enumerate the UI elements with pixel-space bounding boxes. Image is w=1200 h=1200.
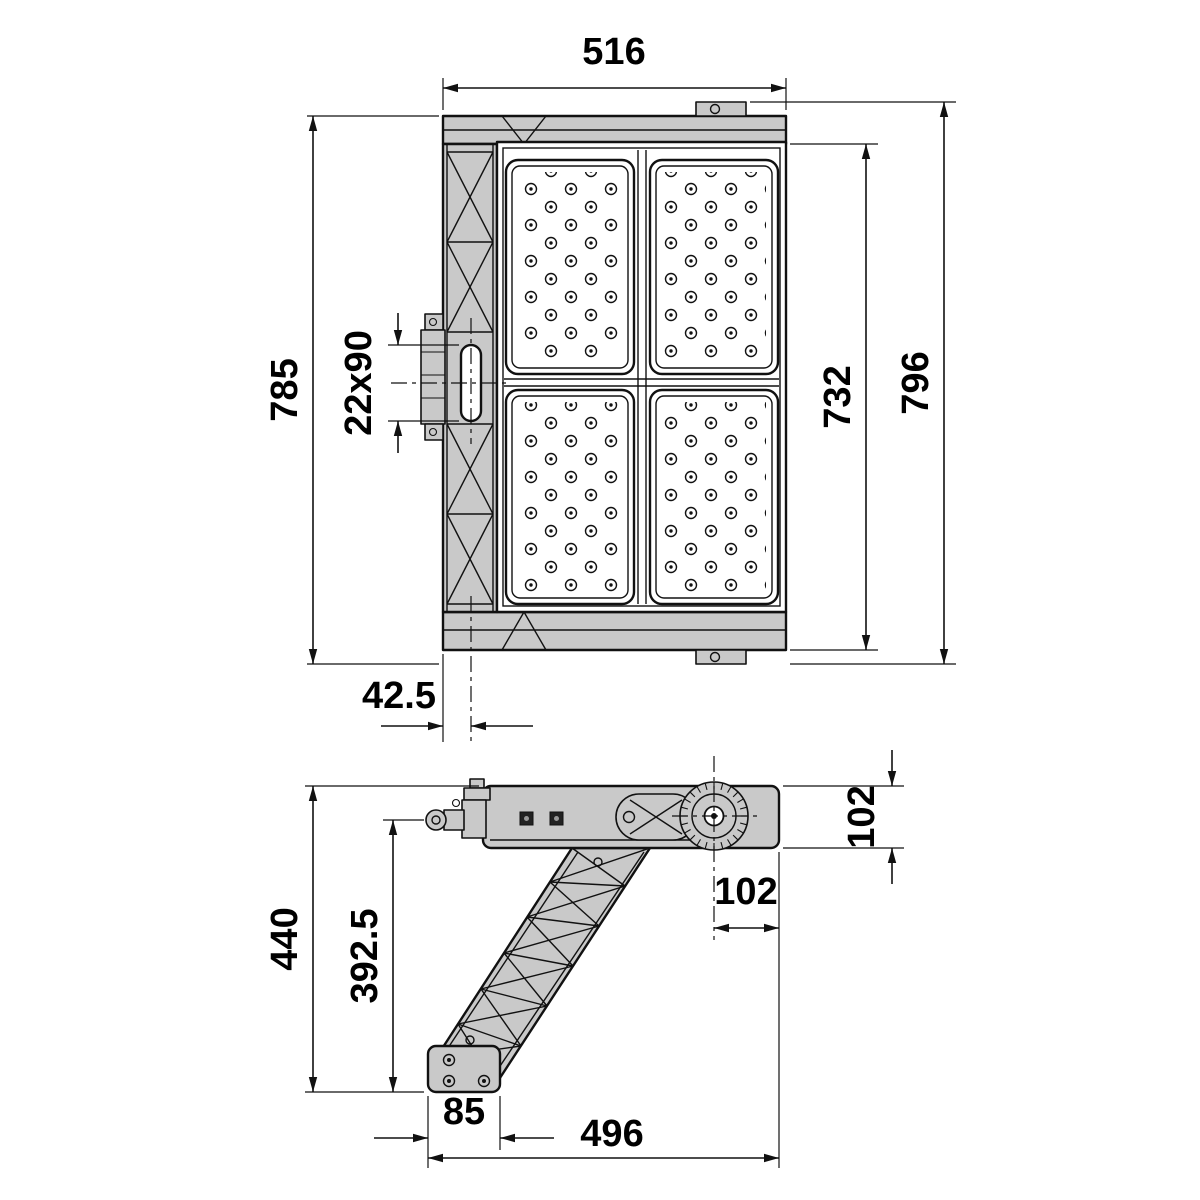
pivot-angle-ticks [680, 782, 748, 850]
front-centerlines [391, 318, 508, 742]
bottom-knob [695, 649, 747, 665]
dim-label-732: 732 [817, 365, 859, 428]
dim-label-392-5: 392.5 [344, 908, 386, 1003]
top-knob [695, 101, 747, 117]
dim-height-732: 732 [790, 143, 878, 651]
panel-top-left [504, 158, 636, 376]
dim-height-796: 796 [750, 101, 956, 665]
side-view: 102 102 440 392.5 85 [264, 750, 904, 1168]
dim-foot-85: 85 [374, 1091, 554, 1168]
dim-depth-102: 102 [783, 750, 904, 884]
dim-height-440: 440 [264, 785, 479, 1093]
dim-label-102-depth: 102 [841, 785, 883, 848]
dim-label-796: 796 [895, 351, 937, 414]
dim-pivot-102: 102 [714, 852, 780, 1168]
dim-label-496: 496 [580, 1113, 643, 1155]
dim-slot-22x90: 22x90 [338, 313, 459, 453]
housing-top-bar [441, 101, 788, 146]
eye-bolt [425, 778, 491, 839]
dim-label-440: 440 [264, 907, 306, 970]
dim-label-42-5: 42.5 [362, 675, 436, 717]
dim-offset-42-5: 42.5 [362, 654, 533, 742]
dim-depth-496: 496 [428, 1113, 779, 1163]
dim-label-785: 785 [264, 358, 306, 421]
bracket-clamp [420, 313, 446, 441]
dim-height-392-5: 392.5 [344, 819, 424, 1092]
dim-label-85: 85 [443, 1091, 485, 1133]
front-view: 516 785 22x90 732 796 [264, 31, 956, 742]
dim-height-785: 785 [264, 115, 439, 665]
panel-bottom-left [504, 388, 636, 606]
dim-label-102-pivot: 102 [714, 871, 777, 913]
housing-bottom-bar [441, 610, 788, 665]
panel-bottom-right [648, 388, 780, 606]
panel-top-right [648, 158, 780, 376]
dim-width-516: 516 [442, 31, 787, 110]
foot-plate [426, 1044, 502, 1094]
dim-label-516: 516 [582, 31, 645, 73]
dim-label-22x90: 22x90 [338, 330, 380, 436]
side-centerlines [672, 756, 762, 940]
